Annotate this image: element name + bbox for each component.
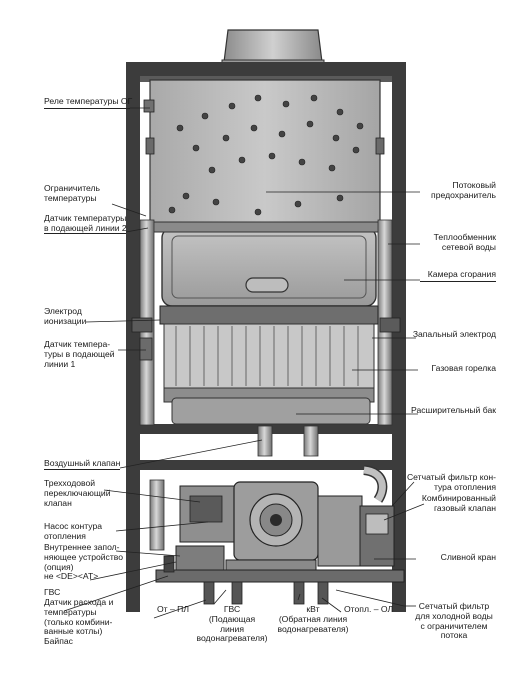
heat-exchanger [151,221,387,307]
expansion-tank [171,397,371,457]
label-heat-exchanger: Теплообменник сетевой воды [433,232,496,252]
label-ignition-electrode: Запальный электрод [412,329,496,339]
underline-sensor2 [44,233,126,234]
label-bypass: Байпас [44,636,73,646]
label-from-pl: От – ПЛ [157,604,189,614]
label-heating-pump: Насос контура отопления [44,521,103,541]
label-temperature-limiter: Ограничитель температуры [44,183,101,203]
label-temperature-relay: Реле температуры ОГ [44,96,133,106]
label-combined-gas-valve: Комбинированный газовый клапан [421,493,496,513]
label-filling-device: Внутреннее запол- няющее устройство (опц… [44,542,124,582]
gas-burner [159,305,379,403]
label-air-valve: Воздушный клапан [44,458,121,468]
label-flow-temp-sensor: Датчик расхода и температуры (только ком… [44,597,114,637]
label-drain-cock: Сливной кран [440,552,496,562]
leader-lines [63,107,425,619]
underline-relay [44,108,130,109]
side-pipes [131,219,401,426]
label-expansion-tank: Расширительный бак [411,405,496,415]
label-flow-sensor-2: Датчик температуры в подающей линии 2 [44,213,127,233]
draft-diverter-panel [143,79,385,229]
label-kvt-return: кВт (Обратная линия водонагревателя) [277,604,349,634]
underline-chamber [420,281,496,282]
label-gvs: ГВС [44,587,61,597]
label-gas-burner: Газовая горелка [431,363,496,373]
label-gvs-supply: ГВС (Подающая линия водонагревателя) [196,604,268,644]
label-heating-filter: Сетчатый фильтр кон- тура отопления [406,472,496,492]
label-ionization-electrode: Электрод ионизации [44,306,87,326]
label-otopl-ol: Отопл. – ОЛ [344,604,394,614]
label-combustion-chamber: Камера сгорания [427,269,496,279]
label-draft-diverter: Потоковый предохранитель [431,180,496,200]
underline-air-valve [44,469,120,470]
hydraulic-group [149,465,405,605]
label-three-way-valve: Трехходовой переключающий клапан [44,478,111,508]
label-cold-water-filter: Сетчатый фильтр для холодной воды с огра… [415,601,493,641]
label-flow-sensor-1: Датчик темпера- туры в подающей линии 1 [44,339,115,369]
